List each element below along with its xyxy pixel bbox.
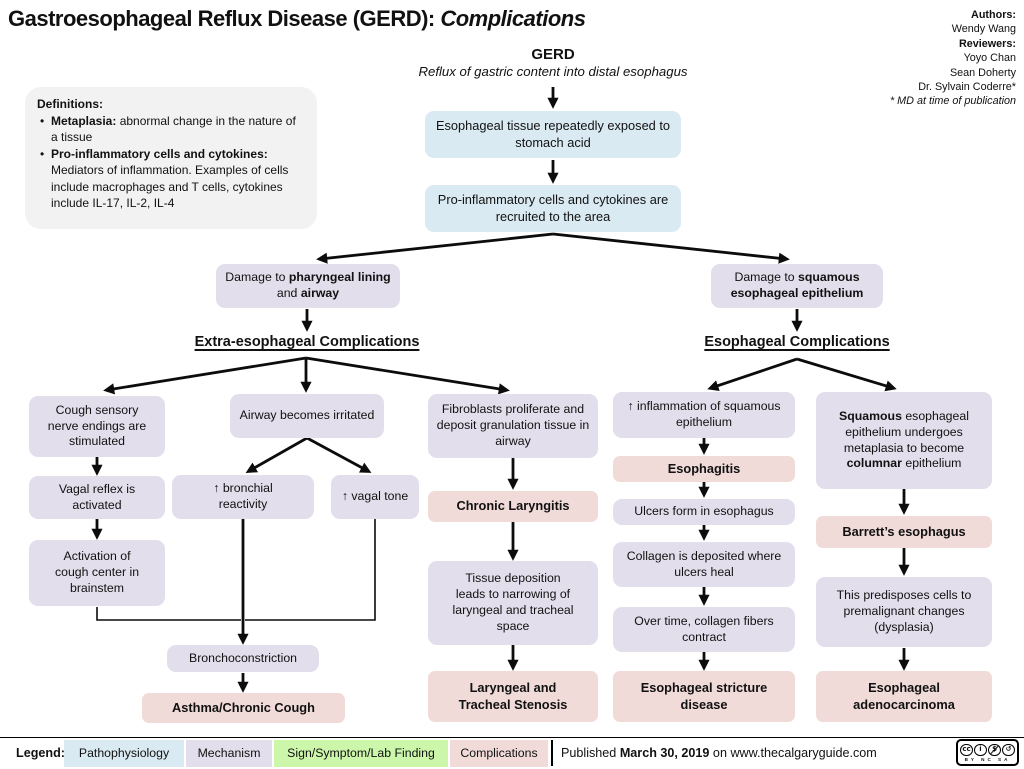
page-title-emphasis: Complications <box>440 6 586 31</box>
legend-divider <box>551 740 553 766</box>
node-predisposes: This predisposes cells to premalignant c… <box>816 577 992 647</box>
node-chronic-laryngitis: Chronic Laryngitis <box>428 491 598 522</box>
node-collagen-contract: Over time, collagen fibers contract <box>613 607 795 652</box>
cc-sa-icon: ↺ <box>1002 743 1015 756</box>
node-laryngeal-tracheal-stenosis: Laryngeal and Tracheal Stenosis <box>428 671 598 722</box>
node-tissue-deposition: Tissue deposition leads to narrowing of … <box>428 561 598 645</box>
legend-item-pathophysiology: Pathophysiology <box>64 740 184 767</box>
root-subtitle: Reflux of gastric content into distal es… <box>418 64 688 79</box>
reviewer-name: Yoyo Chan <box>963 52 1016 65</box>
reviewer-name: Sean Doherty <box>949 66 1016 79</box>
node-esophagitis: Esophagitis <box>613 456 795 482</box>
cc-license-badge: cc i $ ↺ BY NC SA <box>956 739 1019 766</box>
definitions-box: Definitions: Metaplasia: abnormal change… <box>25 87 317 229</box>
node-exposure: Esophageal tissue repeatedly exposed to … <box>425 111 681 158</box>
node-cough-center: Activation of cough center in brainstem <box>29 540 165 606</box>
credits-footnote: * MD at time of publication <box>889 95 1016 108</box>
section-esophageal: Esophageal Complications <box>704 334 890 350</box>
definition-item: Pro-inflammatory cells and cytokines: Me… <box>37 146 305 212</box>
reviewers-label: Reviewers: <box>958 37 1016 50</box>
page-title-main: Gastroesophageal Reflux Disease (GERD): <box>8 6 441 31</box>
credits-block: Authors: Wendy Wang Reviewers: Yoyo Chan… <box>796 8 1016 109</box>
cc-by-icon: i <box>974 743 987 756</box>
node-squamous-metaplasia: Squamous esophageal epithelium undergoes… <box>816 392 992 489</box>
node-vagal-reflex: Vagal reflex is activated <box>29 476 165 519</box>
root-heading: GERD <box>531 46 575 63</box>
node-damage-squamous: Damage to squamous esophageal epithelium <box>711 264 883 308</box>
node-barretts-esophagus: Barrett’s esophagus <box>816 516 992 548</box>
published-line: Published March 30, 2019 on www.thecalga… <box>561 746 877 760</box>
node-cough-sensory: Cough sensory nerve endings are stimulat… <box>29 396 165 457</box>
node-collagen: Collagen is deposited where ulcers heal <box>613 542 795 587</box>
node-esophageal-stricture: Esophageal stricture disease <box>613 671 795 722</box>
page-title: Gastroesophageal Reflux Disease (GERD): … <box>8 6 586 32</box>
node-damage-airway: Damage to pharyngeal lining and airway <box>216 264 400 308</box>
node-bronchoconstriction: Bronchoconstriction <box>167 645 319 672</box>
section-extra-esophageal: Extra-esophageal Complications <box>194 334 420 350</box>
node-esophageal-adenocarcinoma: Esophageal adenocarcinoma <box>816 671 992 722</box>
cc-nc-icon: $ <box>988 743 1001 756</box>
node-vagal-tone: ↑ vagal tone <box>331 475 419 519</box>
legend-item-sign-symptom: Sign/Symptom/Lab Finding <box>274 740 448 767</box>
node-bronchial-reactivity: ↑ bronchial reactivity <box>172 475 314 519</box>
authors-label: Authors: <box>971 9 1016 21</box>
node-inflammation: ↑ inflammation of squamous epithelium <box>613 392 795 438</box>
definitions-heading: Definitions: <box>37 97 103 111</box>
legend-item-complications: Complications <box>450 740 548 767</box>
legend-label: Legend: <box>16 746 65 760</box>
legend-item-mechanism: Mechanism <box>186 740 272 767</box>
reviewer-name: Dr. Sylvain Coderre* <box>918 81 1016 94</box>
cc-labels: BY NC SA <box>964 756 1011 762</box>
node-recruited: Pro-inflammatory cells and cytokines are… <box>425 185 681 232</box>
node-ulcers: Ulcers form in esophagus <box>613 499 795 525</box>
author-name: Wendy Wang <box>951 23 1016 36</box>
cc-icon: cc <box>960 743 973 756</box>
node-asthma-chronic-cough: Asthma/Chronic Cough <box>142 693 345 723</box>
node-airway-irritated: Airway becomes irritated <box>230 394 384 438</box>
node-fibroblasts: Fibroblasts proliferate and deposit gran… <box>428 394 598 458</box>
definition-item: Metaplasia: abnormal change in the natur… <box>37 113 305 146</box>
